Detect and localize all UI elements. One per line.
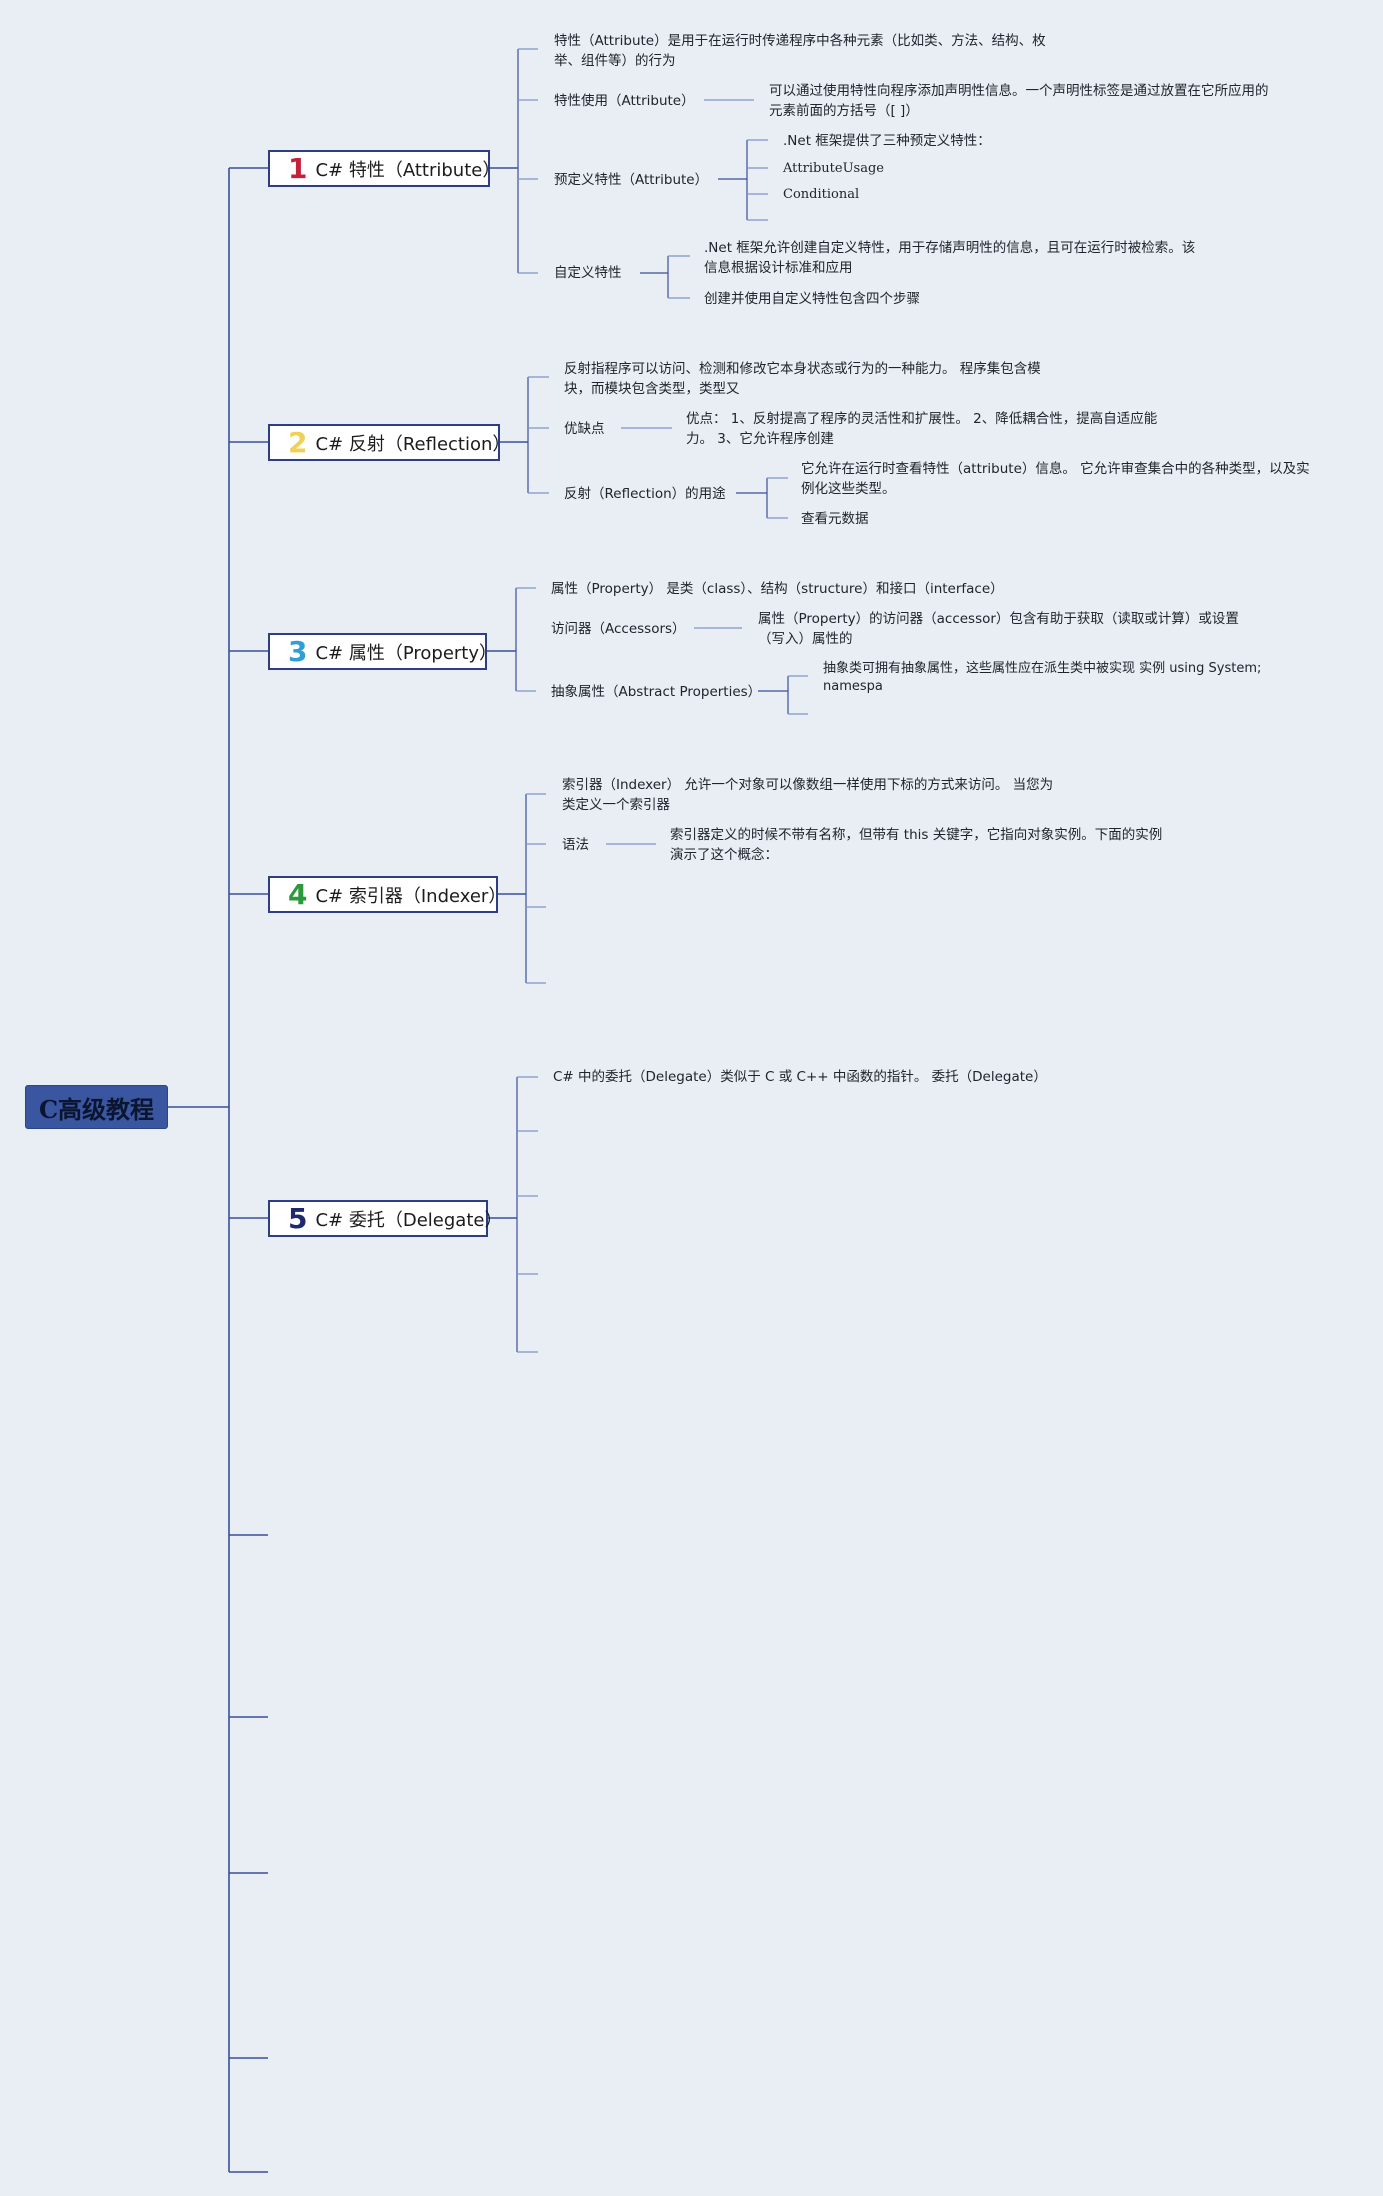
node-delegate-definition: C# 中的委托（Delegate）类似于 C 或 C++ 中函数的指针。 委托（… (553, 1069, 1047, 1085)
node-predefined-item: .Net 框架提供了三种预定义特性： (783, 133, 991, 149)
topic-number: 3 (288, 634, 308, 668)
node-abstract-properties: 抽象属性（Abstract Properties） (551, 684, 762, 700)
topic-reflection[interactable]: 2 C# 反射（Reflection） (268, 424, 510, 461)
root-label: C高级教程 (38, 1094, 155, 1124)
node-attribute-usage: 特性使用（Attribute） (554, 93, 695, 109)
node-predefined-item: AttributeUsage (783, 161, 884, 176)
topic-number: 5 (288, 1201, 308, 1235)
node-indexer-definition: 索引器（Indexer） 允许一个对象可以像数组一样使用下标的方式来访问。 当您… (562, 777, 1054, 813)
topic-delegate[interactable]: 5 C# 委托（Delegate） (268, 1200, 502, 1237)
node-predefined-item: Conditional (783, 187, 860, 202)
node-accessors-detail: 属性（Property）的访问器（accessor）包含有助于获取（读取或计算）… (758, 611, 1239, 647)
node-accessors: 访问器（Accessors） (551, 621, 686, 637)
node-pros-cons-detail: 优点： 1、反射提高了程序的灵活性和扩展性。 2、降低耦合性，提高自适应能力。 … (686, 411, 1158, 447)
topic-number: 4 (288, 877, 308, 911)
topic-label: C# 特性（Attribute） (315, 159, 501, 181)
node-custom-item: .Net 框架允许创建自定义特性，用于存储声明性的信息，且可在运行时被检索。该信… (704, 240, 1196, 276)
node-attribute-definition: 特性（Attribute）是用于在运行时传递程序中各种元素（比如类、方法、结构、… (554, 33, 1046, 69)
node-attribute-usage-detail: 可以通过使用特性向程序添加声明性信息。一个声明性标签是通过放置在它所应用的元素前… (769, 83, 1269, 119)
node-syntax-detail: 索引器定义的时候不带有名称，但带有 this 关键字，它指向对象实例。下面的实例… (670, 827, 1163, 863)
topic-label: C# 索引器（Indexer） (315, 885, 507, 907)
root-node[interactable]: C高级教程 (25, 1085, 168, 1129)
topic-label: C# 委托（Delegate） (315, 1209, 503, 1231)
topic-attribute[interactable]: 1 C# 特性（Attribute） (268, 150, 500, 187)
topic-number: 2 (288, 425, 308, 459)
node-custom-attribute: 自定义特性 (554, 265, 622, 281)
node-pros-cons: 优缺点 (564, 421, 605, 437)
topic-label: C# 反射（Reflection） (315, 433, 511, 455)
node-reflection-uses: 反射（Reflection）的用途 (564, 486, 726, 502)
node-reflection-definition: 反射指程序可以访问、检测和修改它本身状态或行为的一种能力。 程序集包含模块，而模… (564, 361, 1041, 397)
node-syntax: 语法 (562, 837, 589, 853)
node-abstract-item: 抽象类可拥有抽象属性，这些属性应在派生类中被实现 实例 using System… (823, 661, 1262, 694)
node-reflection-use-item: 它允许在运行时查看特性（attribute）信息。 它允许审查集合中的各种类型，… (801, 461, 1310, 497)
topic-label: C# 属性（Property） (315, 642, 498, 664)
node-predefined-attribute: 预定义特性（Attribute） (554, 172, 709, 188)
topic-number: 1 (288, 151, 308, 185)
node-property-definition: 属性（Property） 是类（class）、结构（structure）和接口（… (551, 581, 1004, 597)
node-reflection-use-item: 查看元数据 (801, 511, 869, 527)
topic-property[interactable]: 3 C# 属性（Property） (268, 633, 497, 670)
topic-indexer[interactable]: 4 C# 索引器（Indexer） (268, 876, 506, 913)
node-custom-item: 创建并使用自定义特性包含四个步骤 (704, 291, 920, 307)
